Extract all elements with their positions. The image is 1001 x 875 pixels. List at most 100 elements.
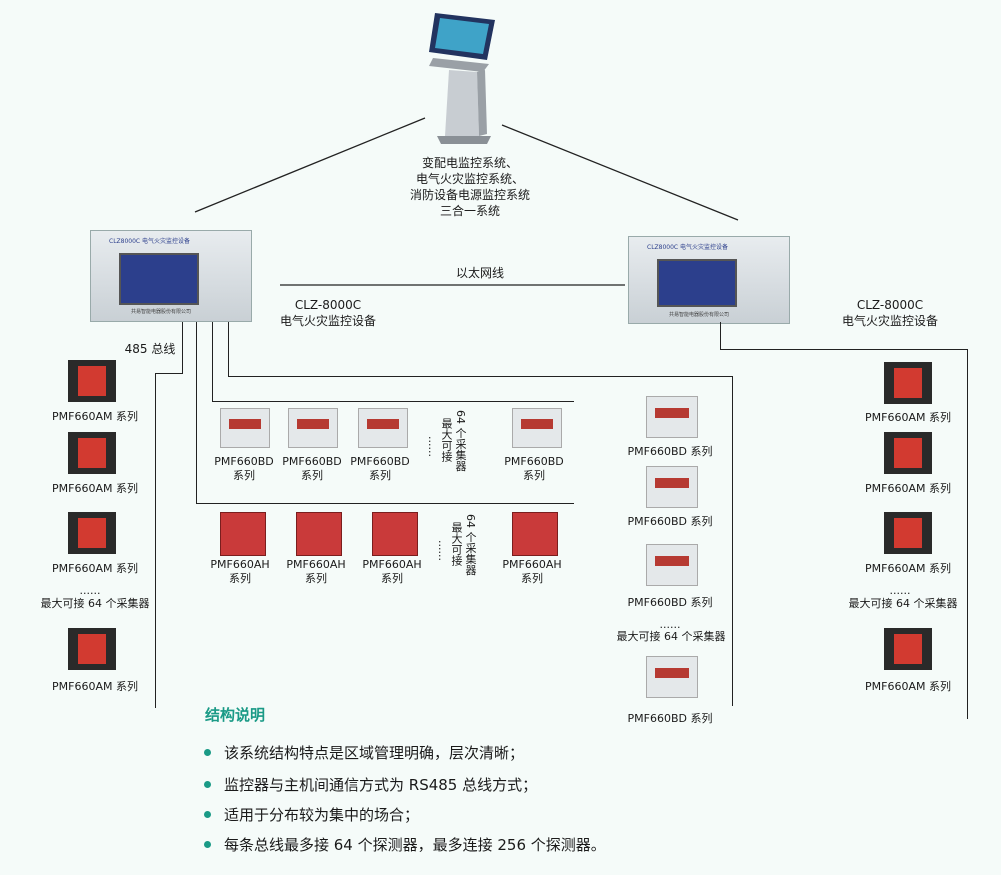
pmf660bd-label: PMF660BD 系列 <box>627 515 713 528</box>
pmf660ah-device-icon <box>372 512 418 556</box>
pmf660am-meter-icon <box>68 432 116 474</box>
ellipsis-vertical: ...... <box>426 436 439 457</box>
pmf660am-label: PMF660AM 系列 <box>52 482 138 495</box>
bus-line <box>196 503 574 505</box>
pmf660ah-device-icon <box>296 512 342 556</box>
controller-left-company: 共易智能电器股份有限公司 <box>131 309 192 315</box>
structure-bullet-text: 每条总线最多接 64 个探测器，最多连接 256 个探测器。 <box>224 836 606 854</box>
host-caption-line-4: 三合一系统 <box>439 204 500 218</box>
structure-title: 结构说明 <box>205 706 266 724</box>
bus-line <box>720 322 722 350</box>
max-note-vertical-2: 64 个采集器 <box>464 514 477 576</box>
max-collector-note: 最大可接 64 个采集器 <box>616 630 726 643</box>
ellipsis: ...... <box>79 584 101 597</box>
pmf660bd-device-icon <box>646 396 698 438</box>
pmf660ah-device-icon <box>220 512 266 556</box>
pmf660am-meter-icon <box>68 512 116 554</box>
pmf660ah-suffix: 系列 <box>229 572 251 585</box>
controller-right-desc: 电气火灾监控设备 <box>841 314 938 328</box>
pmf660bd-suffix: 系列 <box>369 469 391 482</box>
pmf660am-label: PMF660AM 系列 <box>52 680 138 693</box>
pmf660ah-name: PMF660AH <box>362 558 422 571</box>
max-note-vertical-2: 64 个采集器 <box>454 410 467 472</box>
pmf660am-meter-icon <box>68 628 116 670</box>
controller-right-model: CLZ-8000C <box>856 298 924 312</box>
bus-line <box>720 349 968 351</box>
bus-line <box>732 376 734 706</box>
bus-line <box>182 322 184 374</box>
ellipsis: ...... <box>659 618 681 631</box>
controller-left-screen <box>119 253 199 305</box>
structure-bullet-text: 监控器与主机间通信方式为 RS485 总线方式； <box>224 776 538 794</box>
pmf660ah-suffix: 系列 <box>521 572 543 585</box>
pmf660am-meter-icon <box>68 360 116 402</box>
pmf660bd-suffix: 系列 <box>301 469 323 482</box>
controller-left-title: CLZ8000C 电气火灾监控设备 <box>109 238 191 245</box>
structure-bullet: 每条总线最多接 64 个探测器，最多连接 256 个探测器。 <box>204 834 606 855</box>
pmf660am-label: PMF660AM 系列 <box>865 562 951 575</box>
controller-left-label: CLZ-8000C 电气火灾监控设备 <box>268 297 388 329</box>
pmf660bd-device-icon <box>646 466 698 508</box>
pmf660bd-label: PMF660BD 系列 <box>627 445 713 458</box>
controller-right-company: 共易智能电器股份有限公司 <box>669 312 730 318</box>
bus-line <box>155 373 183 375</box>
ellipsis: ...... <box>889 584 911 597</box>
max-note-vertical-1: 最大可接 <box>450 522 463 566</box>
controller-right-title: CLZ8000C 电气火灾监控设备 <box>647 244 729 251</box>
controller-left: CLZ8000C 电气火灾监控设备 共易智能电器股份有限公司 <box>90 230 252 322</box>
pmf660am-label: PMF660AM 系列 <box>52 410 138 423</box>
pmf660bd-name: PMF660BD <box>504 455 564 468</box>
pmf660am-meter-icon <box>884 512 932 554</box>
pmf660bd-label: PMF660BD 系列 <box>627 596 713 609</box>
pmf660bd-device-icon <box>512 408 562 448</box>
bus-line <box>212 322 214 402</box>
bus-line <box>228 322 230 377</box>
host-kiosk-icon <box>429 13 495 144</box>
pmf660ah-name: PMF660AH <box>502 558 562 571</box>
bus-line <box>212 401 574 403</box>
pmf660am-meter-icon <box>884 432 932 474</box>
controller-right: CLZ8000C 电气火灾监控设备 共易智能电器股份有限公司 <box>628 236 790 324</box>
pmf660bd-device-icon <box>288 408 338 448</box>
controller-right-label: CLZ-8000C 电气火灾监控设备 <box>830 297 950 329</box>
bus-line <box>155 373 157 708</box>
pmf660bd-device-icon <box>358 408 408 448</box>
pmf660bd-suffix: 系列 <box>523 469 545 482</box>
bus-line <box>967 349 969 719</box>
bus-line <box>196 322 198 504</box>
pmf660bd-name: PMF660BD <box>282 455 342 468</box>
pmf660am-meter-icon <box>884 628 932 670</box>
pmf660ah-suffix: 系列 <box>381 572 403 585</box>
pmf660bd-label: PMF660BD 系列 <box>627 712 713 725</box>
pmf660am-label: PMF660AM 系列 <box>52 562 138 575</box>
host-caption: 变配电监控系统、 电气火灾监控系统、 消防设备电源监控系统 三合一系统 <box>380 155 560 219</box>
max-collector-note: 最大可接 64 个采集器 <box>40 597 150 610</box>
structure-bullet: 监控器与主机间通信方式为 RS485 总线方式； <box>203 774 538 795</box>
structure-bullet: 适用于分布较为集中的场合； <box>203 804 419 825</box>
pmf660am-label: PMF660AM 系列 <box>865 680 951 693</box>
rs485-label: 485 总线 <box>124 342 176 356</box>
pmf660am-label: PMF660AM 系列 <box>865 482 951 495</box>
structure-bullet-text: 该系统结构特点是区域管理明确，层次清晰； <box>224 744 525 762</box>
pmf660bd-name: PMF660BD <box>214 455 274 468</box>
host-caption-line-3: 消防设备电源监控系统 <box>409 188 530 202</box>
pmf660ah-name: PMF660AH <box>210 558 270 571</box>
pmf660ah-name: PMF660AH <box>286 558 346 571</box>
controller-left-desc: 电气火灾监控设备 <box>279 314 376 328</box>
pmf660am-meter-icon <box>884 362 932 404</box>
max-collector-note: 最大可接 64 个采集器 <box>848 597 958 610</box>
pmf660bd-device-icon <box>220 408 270 448</box>
ellipsis-vertical: ...... <box>436 540 449 561</box>
pmf660bd-device-icon <box>646 656 698 698</box>
max-note-vertical-1: 最大可接 <box>440 418 453 462</box>
ethernet-label: 以太网线 <box>455 266 504 280</box>
pmf660ah-device-icon <box>512 512 558 556</box>
